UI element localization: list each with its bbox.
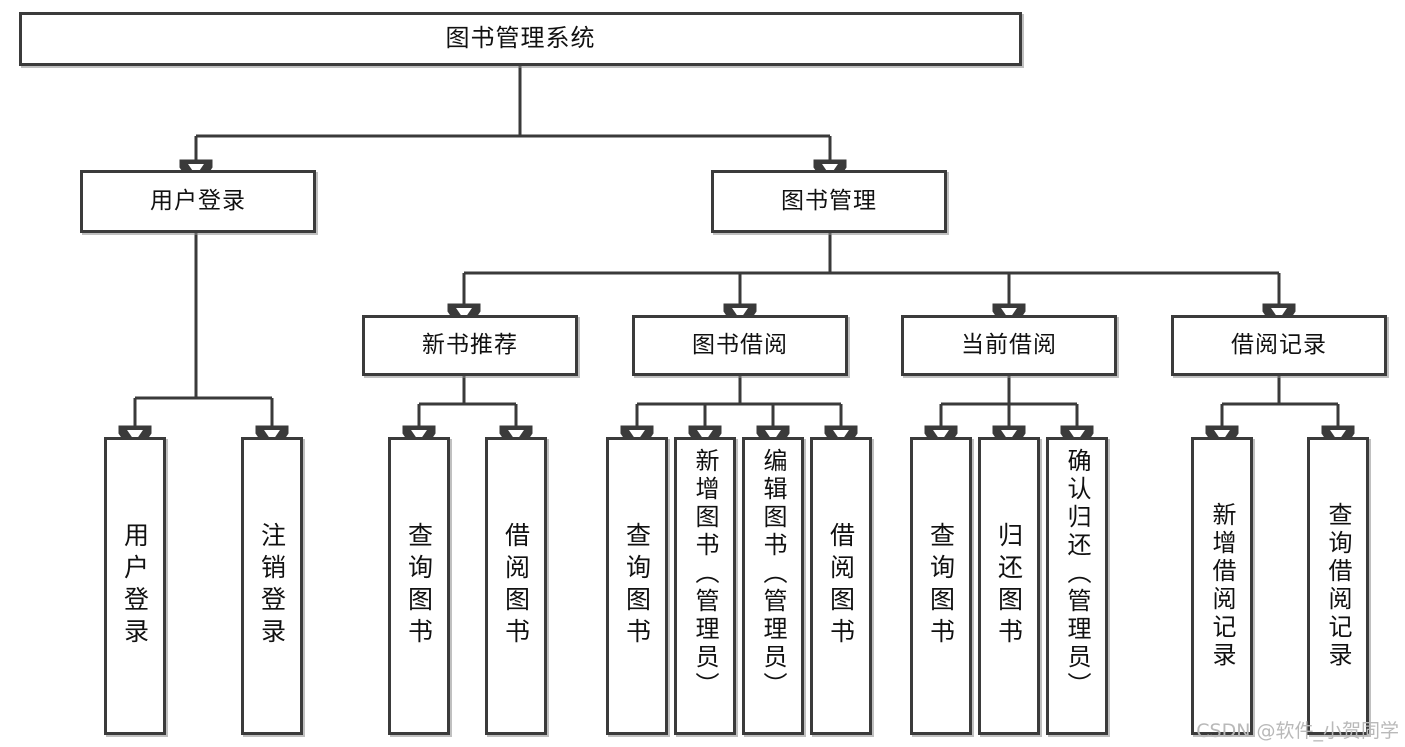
node-label: 查询图书 (926, 522, 956, 650)
leaf-borrow-record-query-record[interactable]: 查询借阅记录 (1307, 437, 1369, 735)
leaf-book-borrow-borrow-book[interactable]: 借阅图书 (810, 437, 872, 735)
leaf-current-borrow-confirm-return-admin[interactable]: 确认归还（管理员） (1046, 437, 1108, 735)
node-label: 当前借阅 (961, 332, 1057, 359)
leaf-current-borrow-return-book[interactable]: 归还图书 (978, 437, 1040, 735)
node-label: 新增图书（管理员） (691, 448, 719, 700)
csdn-watermark: CSDN @软件_小贺同学 (1196, 720, 1399, 742)
node-borrow-record[interactable]: 借阅记录 (1171, 315, 1387, 376)
node-label: 用户登录 (150, 188, 246, 215)
leaf-current-borrow-query-book[interactable]: 查询图书 (910, 437, 972, 735)
node-label: 查询借阅记录 (1324, 502, 1352, 670)
leaf-book-borrow-query-book[interactable]: 查询图书 (606, 437, 668, 735)
node-root-book-management-system[interactable]: 图书管理系统 (19, 12, 1022, 66)
node-current-borrow[interactable]: 当前借阅 (901, 315, 1117, 376)
node-book-borrow[interactable]: 图书借阅 (632, 315, 848, 376)
node-new-book-recommend[interactable]: 新书推荐 (362, 315, 578, 376)
node-label: 确认归还（管理员） (1063, 448, 1091, 700)
node-label: 归还图书 (994, 522, 1024, 650)
leaf-book-borrow-edit-book-admin[interactable]: 编辑图书（管理员） (742, 437, 804, 735)
node-label: 用户登录 (120, 522, 150, 650)
node-label: 新增借阅记录 (1208, 502, 1236, 670)
node-book-management[interactable]: 图书管理 (711, 170, 947, 233)
node-label: 图书管理系统 (445, 24, 596, 53)
node-label: 编辑图书（管理员） (759, 448, 787, 700)
leaf-new-book-query-book[interactable]: 查询图书 (388, 437, 450, 735)
leaf-book-borrow-add-book-admin[interactable]: 新增图书（管理员） (674, 437, 736, 735)
leaf-new-book-borrow-book[interactable]: 借阅图书 (485, 437, 547, 735)
node-label: 查询图书 (622, 522, 652, 650)
leaf-user-login-logout[interactable]: 注销登录 (241, 437, 303, 735)
node-label: 新书推荐 (422, 332, 518, 359)
node-label: 图书借阅 (692, 332, 788, 359)
node-user-login[interactable]: 用户登录 (80, 170, 316, 233)
node-label: 图书管理 (781, 188, 877, 215)
node-label: 查询图书 (404, 522, 434, 650)
node-label: 借阅图书 (826, 522, 856, 650)
node-label: 注销登录 (257, 522, 287, 650)
leaf-borrow-record-add-record[interactable]: 新增借阅记录 (1191, 437, 1253, 735)
node-label: 借阅图书 (501, 522, 531, 650)
node-label: 借阅记录 (1231, 332, 1327, 359)
leaf-user-login-login[interactable]: 用户登录 (104, 437, 166, 735)
